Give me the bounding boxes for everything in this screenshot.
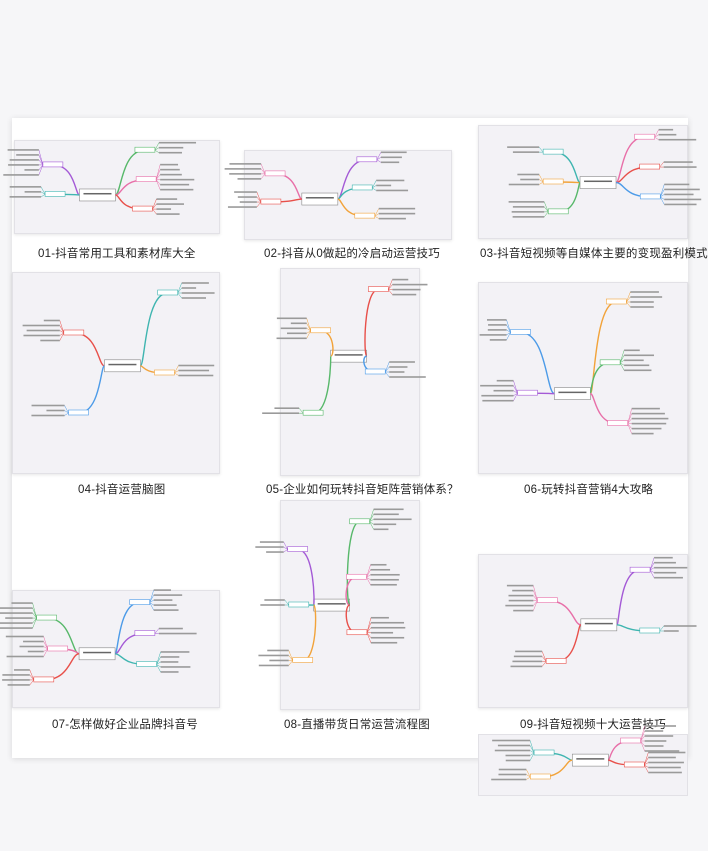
mindmap-thumbnail[interactable]	[224, 150, 452, 240]
mindmap-drawing	[479, 291, 669, 435]
item-caption: 08-直播带货日常运营流程图	[284, 719, 430, 731]
mindmap-thumbnail[interactable]	[3, 140, 220, 234]
mindmap-drawing	[255, 508, 412, 667]
mindmap-drawing	[22, 282, 215, 417]
mindmap-thumbnail[interactable]	[12, 272, 220, 474]
item-caption: 04-抖音运营脑图	[78, 484, 166, 496]
mindmap-drawing	[505, 556, 697, 668]
item-caption: 06-玩转抖音营销4大攻略	[524, 484, 654, 496]
item-caption: 03-抖音短视频等自媒体主要的变现盈利模式	[480, 248, 708, 260]
next-thumbnail-partial[interactable]	[478, 725, 688, 796]
item-caption: 02-抖音从0做起的冷启动运营技巧	[264, 248, 440, 260]
item-caption: 07-怎样做好企业品牌抖音号	[52, 719, 198, 731]
mindmap-thumbnail[interactable]	[478, 125, 702, 239]
mindmap-drawing	[3, 141, 197, 215]
mindmap-thumbnail[interactable]	[478, 554, 697, 708]
mindmap-drawing	[262, 278, 428, 416]
item-caption: 01-抖音常用工具和素材库大全	[38, 248, 196, 260]
item-caption: 05-企业如何玩转抖音矩阵营销体系？	[266, 484, 459, 496]
mindmap-thumbnail[interactable]	[478, 282, 688, 474]
mindmap-thumbnail[interactable]	[262, 268, 428, 476]
mindmap-drawing	[0, 589, 197, 686]
mindmap-thumbnail[interactable]	[255, 500, 420, 710]
mindmap-drawing	[224, 151, 416, 220]
item-caption: 09-抖音短视频十大运营技巧	[520, 719, 666, 731]
mindmap-drawing	[507, 128, 702, 218]
mindmap-drawing	[491, 725, 686, 781]
mindmap-thumbnail[interactable]	[0, 589, 220, 708]
